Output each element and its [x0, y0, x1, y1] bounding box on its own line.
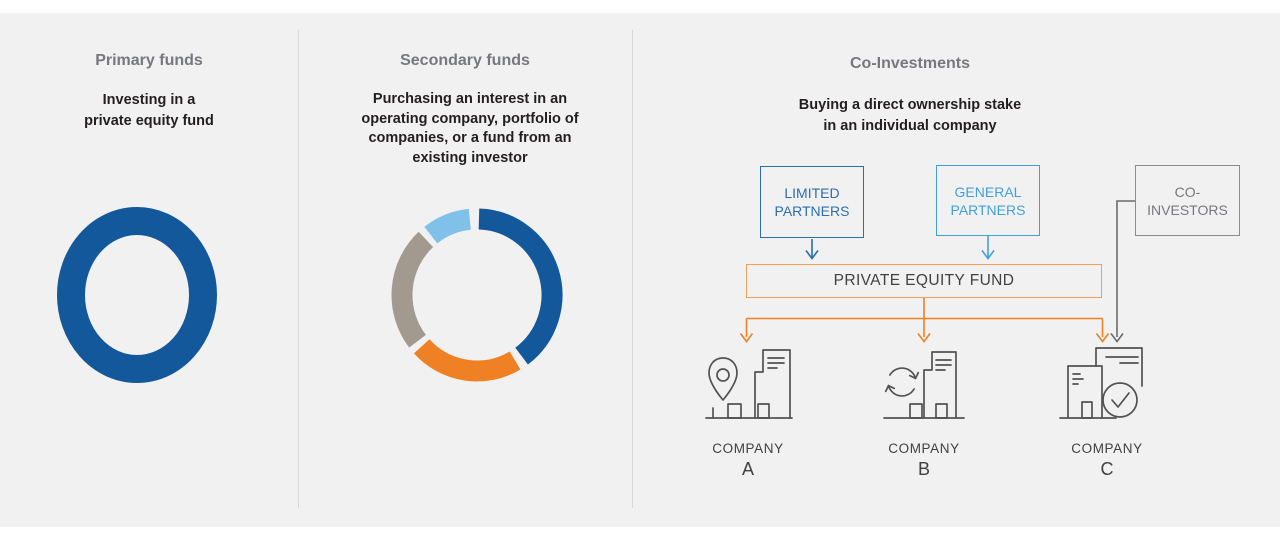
secondary-funds-donut-segment: [424, 208, 472, 244]
company-c-label: COMPANY: [1071, 441, 1143, 456]
building-refresh-icon: [883, 351, 965, 419]
primary-funds-title: Primary funds: [95, 52, 203, 69]
primary-funds-donut-chart: [57, 207, 217, 383]
limited-partners-box: LIMITED PARTNERS: [760, 166, 864, 238]
primary-funds-description: Investing in a private equity fund: [84, 92, 214, 129]
co-investors-box: CO- INVESTORS: [1135, 165, 1240, 236]
refresh-arrows-icon: [884, 367, 920, 397]
secondary-funds-donut-chart: [391, 208, 563, 382]
private-equity-fund-box: PRIVATE EQUITY FUND: [746, 264, 1102, 298]
company-b-label: COMPANY: [888, 441, 960, 456]
secondary-funds-description: Purchasing an interest in an operating c…: [361, 91, 579, 166]
general-partners-box: GENERAL PARTNERS: [936, 165, 1040, 236]
check-circle-icon: [1102, 382, 1138, 418]
secondary-funds-title: Secondary funds: [400, 52, 530, 69]
building-location-pin-icon: [705, 349, 793, 419]
secondary-funds-donut-segment: [478, 208, 563, 365]
column-divider-1: [298, 30, 299, 508]
secondary-funds-donut-segment: [413, 339, 521, 382]
secondary-funds-donut-segment: [391, 231, 434, 348]
column-divider-2: [632, 30, 633, 508]
building-document-check-icon: [1059, 347, 1143, 419]
co-investments-title: Co-Investments: [849, 55, 971, 72]
primary-funds-donut-segment: [57, 207, 217, 383]
company-b-letter: B: [917, 459, 930, 479]
company-a-letter: A: [741, 459, 754, 479]
company-c-letter: C: [1100, 459, 1114, 479]
co-investments-description: Buying a direct ownership stake in an in…: [798, 97, 1022, 134]
company-a-label: COMPANY: [712, 441, 784, 456]
